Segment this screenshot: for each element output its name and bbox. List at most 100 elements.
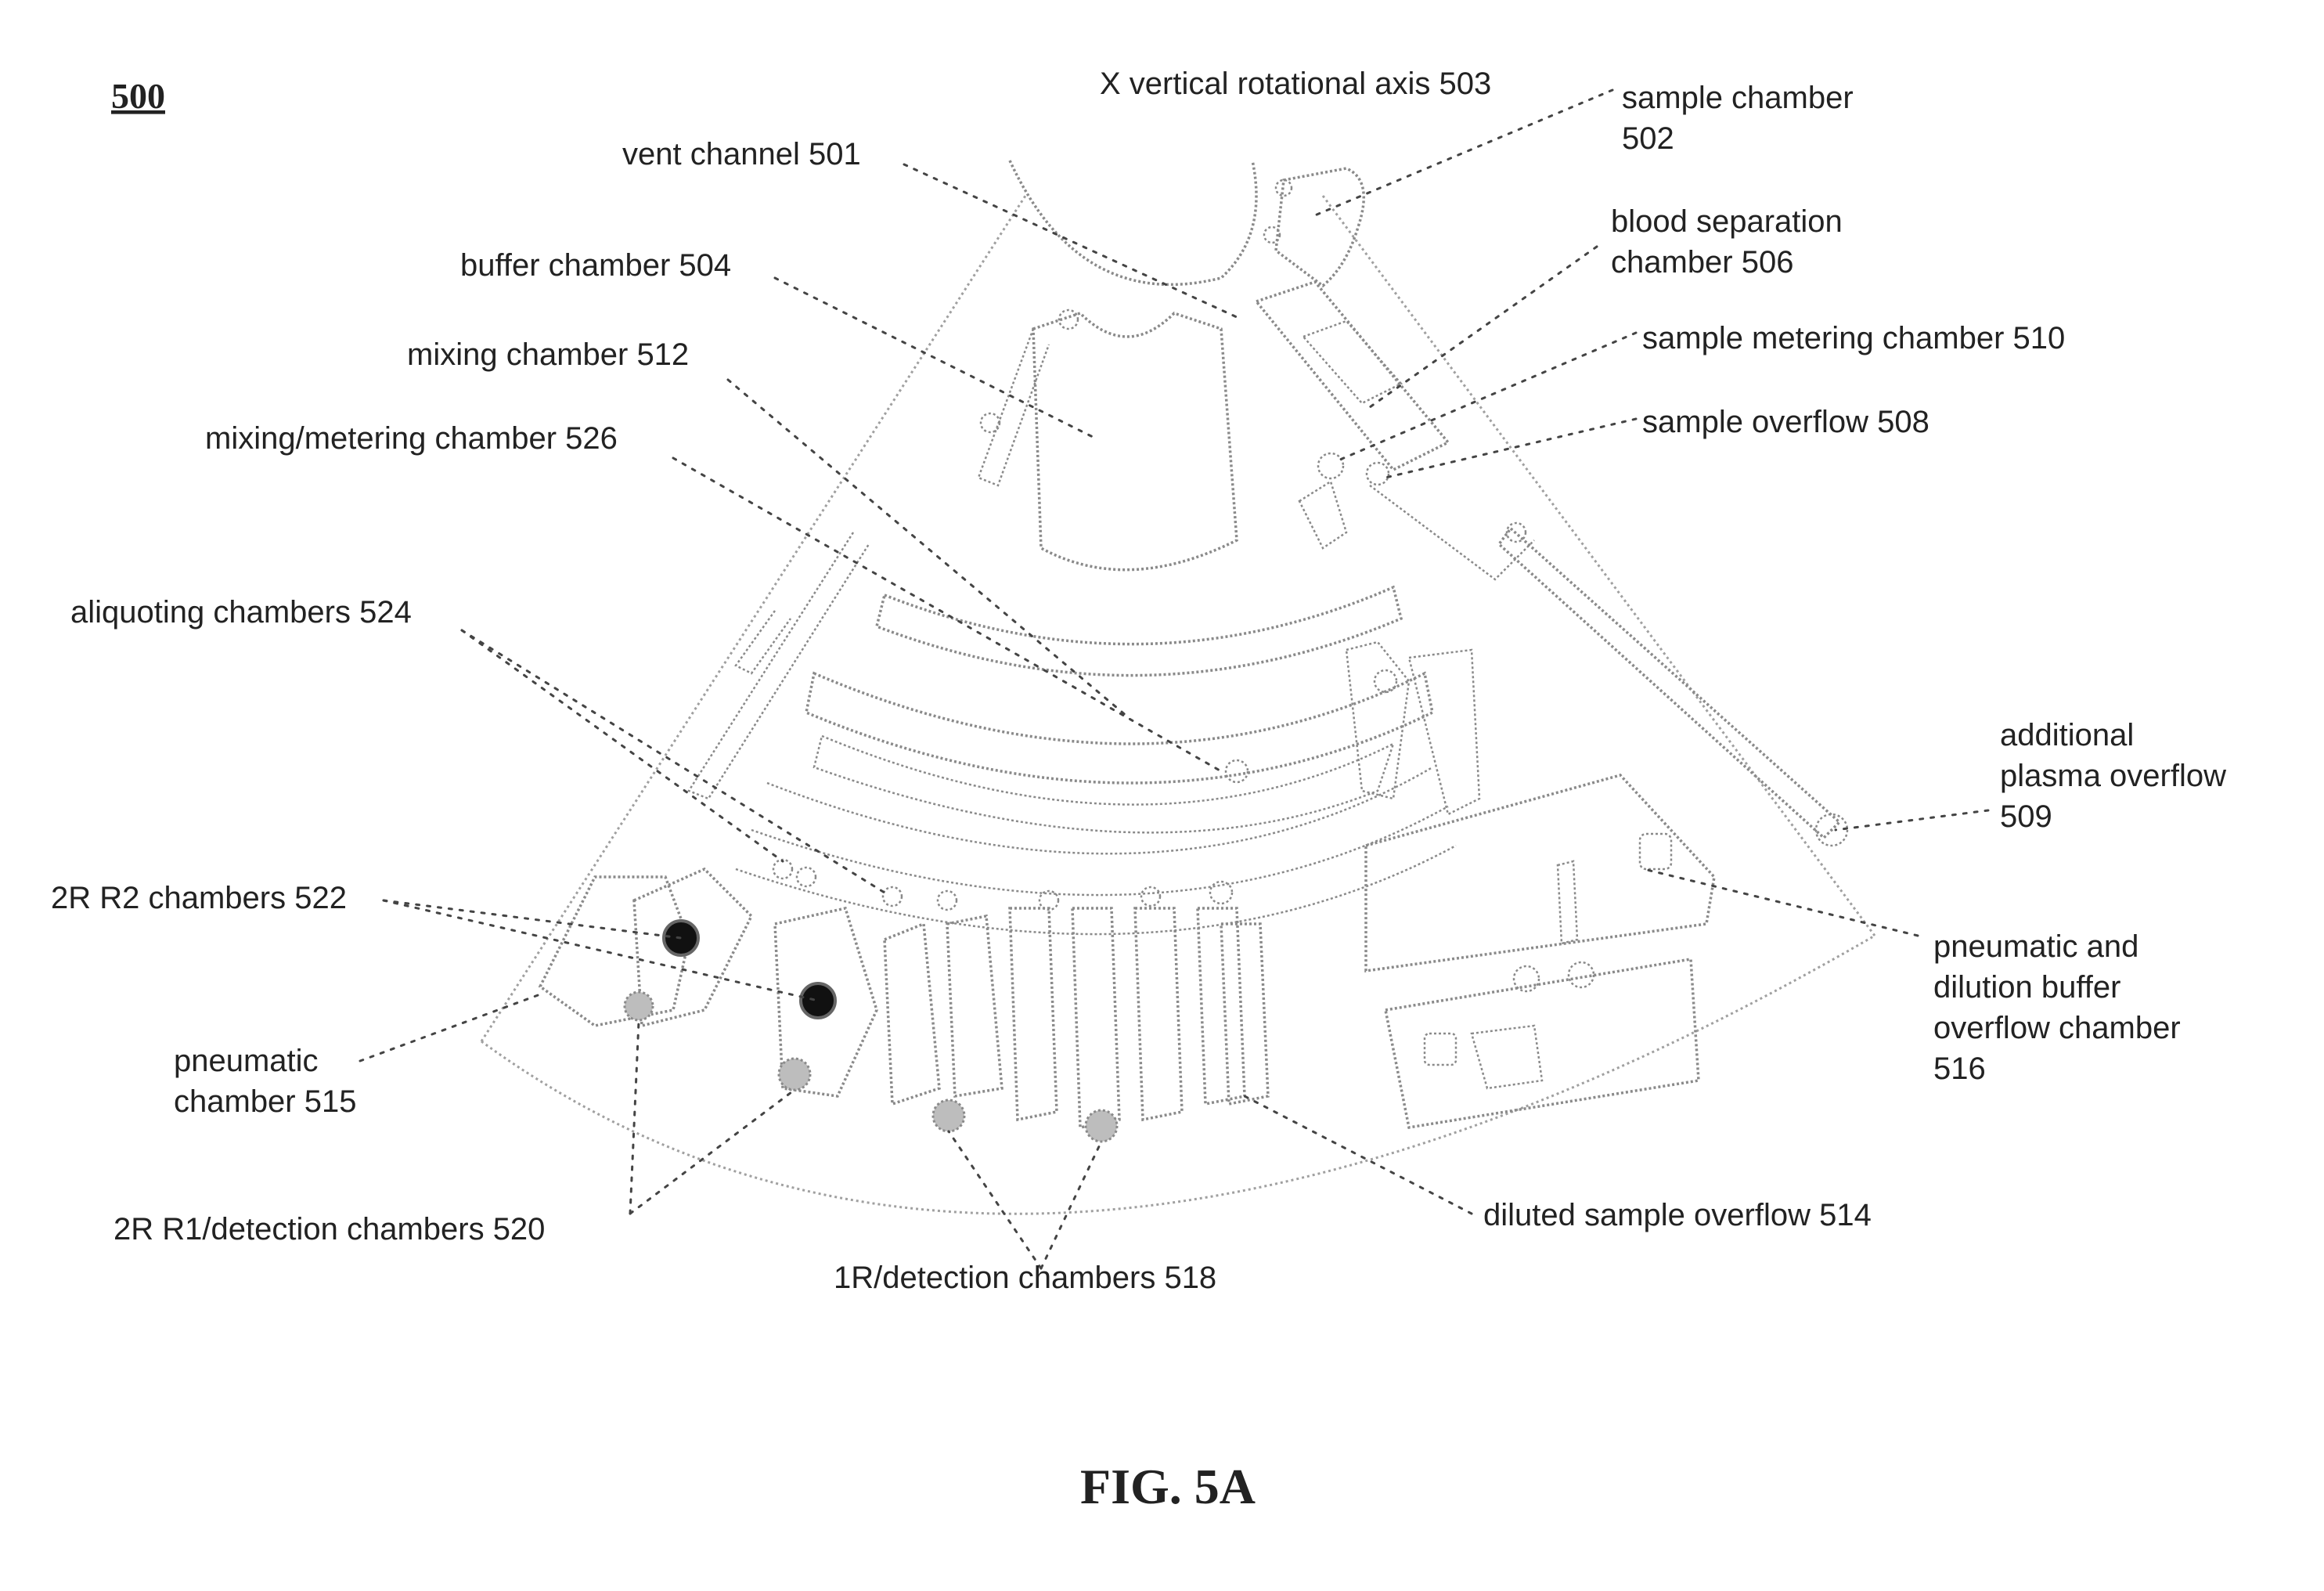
rotor-left-edge [480,195,1027,1042]
buffer-port [1058,308,1079,330]
leader-aliquoting-2 [460,629,886,894]
label-vent-channel: vent channel 501 [622,137,861,171]
mixing-port [1224,759,1249,784]
finger-chamber-1 [883,922,941,1106]
left-channel [687,532,870,800]
overflow-port-b [1567,961,1595,989]
finger-chamber-4 [1071,907,1121,1130]
comb-port-5 [1038,889,1060,911]
leader-mixing-metering [672,456,1223,773]
buffer-left-arm [977,328,1050,487]
blood-separation-chamber [1254,280,1450,472]
finger-chamber-6 [1196,907,1246,1106]
mixing-metering-inner [812,734,1396,834]
leader-diluted-overflow [1243,1095,1473,1215]
label-blood-separation-1: blood separation [1611,204,1843,239]
label-sample-chamber-2: 502 [1622,121,1674,156]
leader-one-r-2 [1039,1140,1103,1270]
rotor-outer-edge [481,934,1875,1215]
sample-chamber [1274,167,1365,288]
leader-additional-plasma [1834,809,1990,832]
label-sample-overflow: sample overflow 508 [1642,405,1929,439]
overflow-shape [1470,1024,1544,1090]
finger-chamber-3 [1008,907,1058,1122]
pneumatic-dilution-overflow-lower [1383,957,1700,1129]
distribution-arc-3 [735,844,1457,936]
overflow-window [1638,832,1673,871]
left-pneumatic-region [538,875,690,1027]
separation-inner [1301,319,1403,405]
sample-chamber-port [1274,179,1293,197]
diluted-overflow-tube [1220,922,1270,1106]
label-pneumatic-dilution-4: 516 [1933,1052,1986,1086]
leader-sample-chamber [1313,88,1614,217]
buffer-port-2 [979,412,1001,434]
figure-caption: FIG. 5A [1080,1459,1256,1514]
finger-chamber-2 [946,914,1003,1099]
metering-port [1317,452,1345,480]
right-cascade [1345,640,1411,800]
label-pneumatic-dilution-3: overflow chamber [1933,1011,2181,1045]
label-sample-metering: sample metering chamber 510 [1642,321,2065,355]
label-pneumatic-chamber-2: chamber 515 [174,1084,356,1119]
leader-blood-separation [1368,245,1598,409]
leader-pneumatic-chamber [359,993,542,1062]
plasma-overflow-bottom [1814,813,1849,847]
label-diluted-overflow: diluted sample overflow 514 [1483,1198,1872,1232]
leader-one-r-1 [947,1130,1043,1270]
label-additional-plasma-1: additional [2000,718,2134,752]
sample-chamber-port-2 [1263,225,1281,244]
label-additional-plasma-2: plasma overflow [2000,759,2226,793]
figure-number: 500 [111,76,165,116]
r2-chamber-block-2 [773,906,878,1098]
r2-chamber-dot-2 [799,982,837,1019]
label-r1-detection: 2R R1/detection chambers 520 [113,1212,545,1246]
leader-r1-2 [629,1088,796,1215]
label-sample-chamber-1: sample chamber [1622,81,1854,115]
overflow-channel [1369,485,1535,581]
label-r2-chambers: 2R R2 chambers 522 [51,881,347,915]
mixing-chamber-arc [874,585,1403,677]
leader-sample-overflow [1384,417,1638,479]
overflow-port [1365,461,1390,486]
comb-port-2 [795,866,817,888]
comb-port-4 [936,889,958,911]
label-mixing-metering: mixing/metering chamber 526 [205,421,618,456]
overflow-window-2 [1423,1032,1457,1066]
one-r-detection-circle-2 [1084,1109,1119,1143]
hub-arc [1008,160,1258,287]
one-r-detection-circle-1 [931,1099,966,1133]
leader-buffer-chamber [773,276,1097,440]
label-mixing-chamber: mixing chamber 512 [407,337,689,372]
mixing-metering-arc [805,671,1434,785]
distribution-arc-2 [751,805,1449,897]
rotor-right-edge [1321,195,1876,936]
metering-stub [1298,480,1348,550]
r1-detection-circle [777,1057,812,1091]
leader-pneumatic-dilution [1642,868,1919,937]
pneumatic-dilution-overflow [1364,774,1716,973]
leader-r2-2 [382,899,820,1002]
overflow-port-a [1512,965,1540,993]
leader-sample-metering [1333,331,1638,464]
label-pneumatic-dilution-2: dilution buffer [1933,970,2120,1005]
label-additional-plasma-3: 509 [2000,799,2052,834]
label-blood-separation-2: chamber 506 [1611,245,1793,280]
comb-port-1 [772,858,794,880]
leader-lines [359,88,1990,1270]
buffer-chamber [1032,311,1238,572]
rotor-drawing [480,160,1876,1215]
distribution-arc-1 [766,766,1433,855]
comb-port-7 [1209,880,1234,905]
left-channel-2 [734,610,792,675]
comb-port-6 [1140,886,1162,907]
leader-r1-1 [629,1020,640,1215]
label-aliquoting: aliquoting chambers 524 [70,595,412,630]
label-buffer-chamber: buffer chamber 504 [460,248,731,283]
additional-plasma-overflow [1497,526,1842,840]
label-pneumatic-dilution-1: pneumatic and [1933,929,2138,964]
label-vertical-axis: X vertical rotational axis 503 [1100,67,1491,101]
pneumatic-detection-circle [623,990,654,1022]
